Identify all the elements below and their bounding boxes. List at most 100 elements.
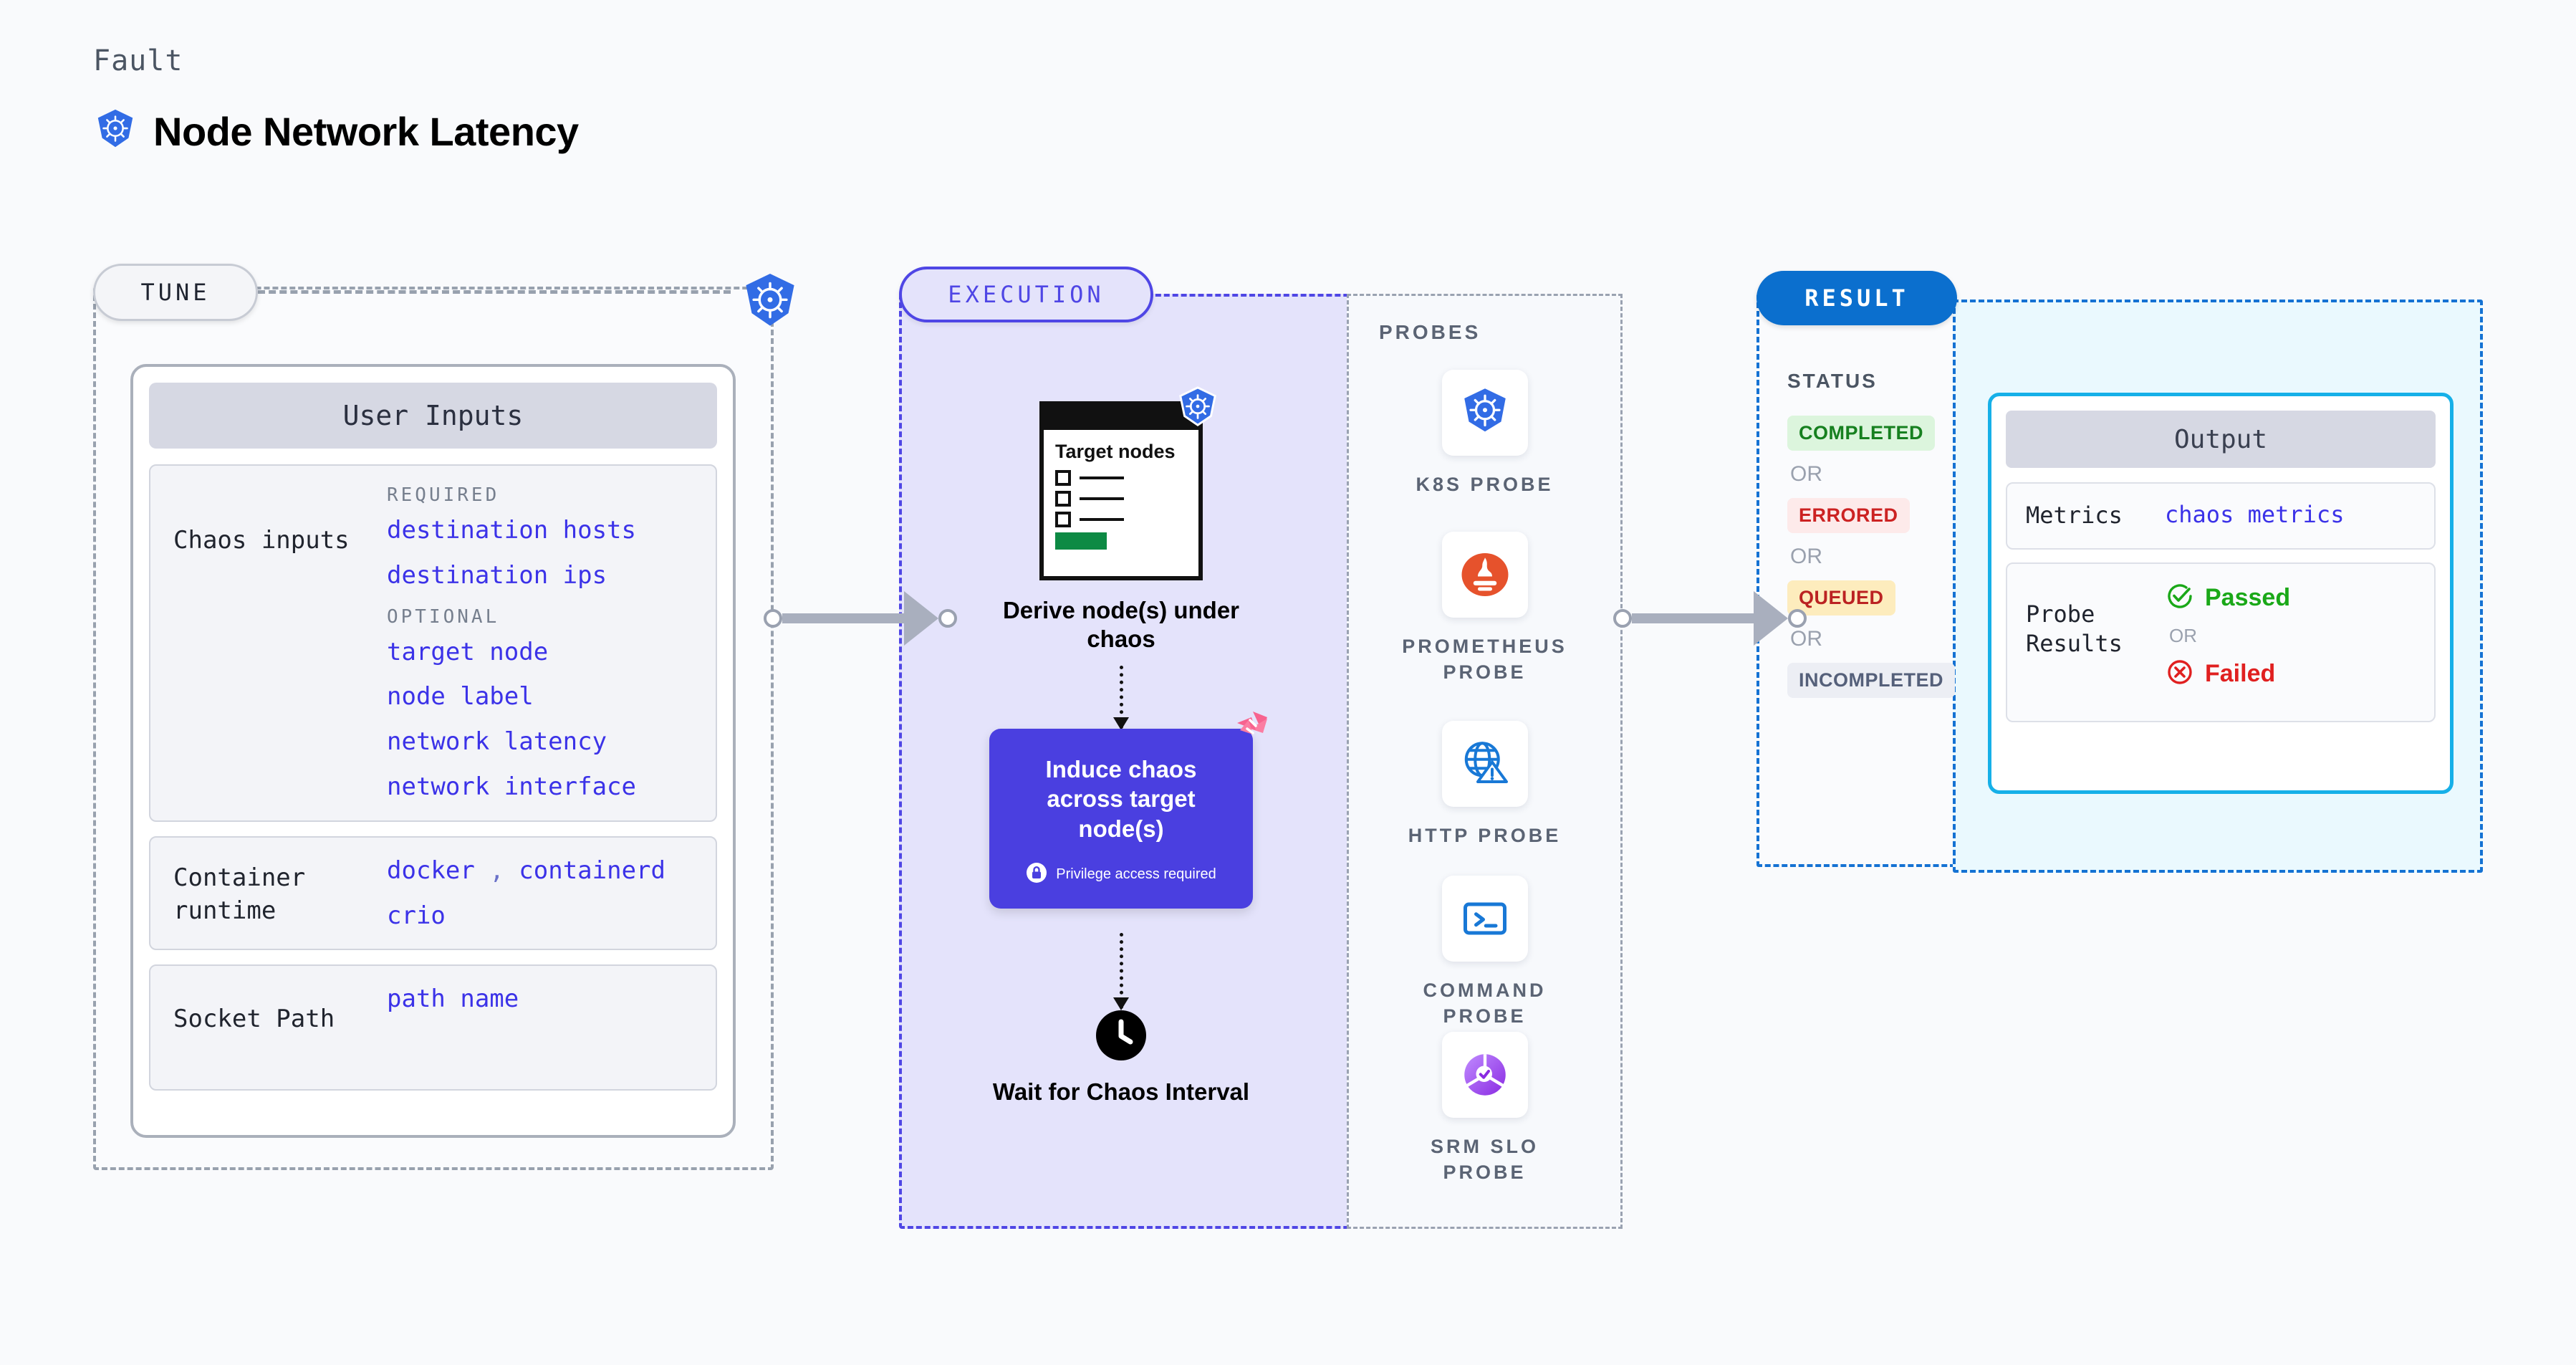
- status-badge-errored: ERRORED: [1787, 498, 1910, 533]
- srm-slo-donut-icon: [1441, 1032, 1528, 1118]
- probe-failed-label: Failed: [2205, 659, 2276, 687]
- chaos-inputs-group: Chaos inputs REQUIRED destination hosts …: [149, 464, 717, 822]
- status-badge-incompleted: INCOMPLETED: [1787, 663, 1956, 698]
- checkbox-icon: [1055, 491, 1071, 507]
- probe-failed-row: Failed: [2165, 657, 2434, 691]
- flow-arrow: [1113, 932, 1129, 1010]
- connector-tune-to-execution: [764, 591, 957, 646]
- probe-command[interactable]: COMMAND PROBE: [1393, 876, 1576, 1030]
- checkbox-icon: [1055, 512, 1071, 528]
- container-runtime-label: Container runtime: [173, 863, 306, 925]
- runtime-docker[interactable]: docker: [387, 856, 475, 885]
- metrics-label: Metrics: [2026, 502, 2123, 529]
- probe-k8s[interactable]: K8S PROBE: [1393, 370, 1576, 497]
- output-card: Output Metrics chaos metrics Probe Resul…: [1988, 393, 2454, 794]
- check-circle-icon: [2165, 581, 2195, 615]
- probe-srm-slo[interactable]: SRM SLO PROBE: [1393, 1032, 1576, 1186]
- connector-bar: [782, 613, 904, 623]
- input-value[interactable]: network latency: [387, 727, 607, 757]
- or-label: OR: [1790, 462, 1822, 486]
- runtime-values-row[interactable]: docker , containerd: [387, 856, 716, 886]
- or-label: OR: [2169, 624, 2197, 646]
- clock-icon: [1095, 1009, 1148, 1062]
- container-runtime-group: Container runtime docker , containerd cr…: [149, 835, 717, 951]
- kubernetes-icon: [1441, 370, 1528, 456]
- doc-checkbox-row: [1055, 470, 1198, 487]
- probe-label: HTTP PROBE: [1408, 825, 1562, 846]
- status-list: COMPLETED OR ERRORED OR QUEUED OR INCOMP…: [1787, 416, 1956, 698]
- socket-path-group: Socket Path path name: [149, 964, 717, 1091]
- terminal-icon: [1441, 876, 1528, 962]
- kubernetes-icon: [93, 107, 138, 155]
- status-title: STATUS: [1787, 370, 1878, 392]
- wait-interval-caption: Wait for Chaos Interval: [992, 1078, 1250, 1105]
- metrics-row: Metrics chaos metrics: [2006, 482, 2436, 550]
- connector-arrowhead: [1754, 591, 1788, 646]
- input-value[interactable]: destination hosts: [387, 516, 636, 545]
- probe-label: K8S PROBE: [1416, 474, 1554, 495]
- induce-chaos-node[interactable]: Induce chaos across target node(s) Privi…: [989, 712, 1267, 909]
- page-title-row: Node Network Latency: [93, 107, 579, 155]
- probe-prometheus[interactable]: PROMETHEUS PROBE: [1393, 532, 1576, 686]
- page-header: Fault Node Network Latency: [93, 44, 579, 155]
- harness-logo-icon: [1231, 709, 1272, 749]
- probe-http[interactable]: HTTP PROBE: [1393, 721, 1576, 848]
- value-separator: ,: [489, 856, 504, 885]
- doc-line: [1080, 518, 1124, 522]
- probe-label: PROMETHEUS PROBE: [1402, 636, 1567, 684]
- probe-results-row: Probe Results Passed OR: [2006, 562, 2436, 722]
- optional-tag: OPTIONAL: [387, 605, 500, 628]
- doc-titlebar: [1044, 406, 1198, 430]
- input-value[interactable]: destination ips: [387, 560, 607, 590]
- connector-arrowhead: [904, 591, 938, 646]
- user-inputs-header: User Inputs: [149, 383, 717, 449]
- connector-execution-to-result: [1613, 591, 1807, 646]
- doc-line: [1080, 497, 1124, 501]
- or-label: OR: [1790, 627, 1822, 651]
- probe-passed-label: Passed: [2205, 583, 2291, 611]
- derive-nodes-caption: Derive node(s) under chaos: [1002, 597, 1240, 652]
- kubernetes-icon: [1176, 385, 1220, 430]
- runtime-containerd[interactable]: containerd: [519, 856, 665, 885]
- connector-dot: [1788, 609, 1807, 628]
- tune-badge[interactable]: TUNE: [93, 264, 258, 321]
- connector-dot: [1613, 609, 1632, 628]
- target-nodes-doc: Target nodes: [1039, 386, 1216, 580]
- fault-kicker: Fault: [93, 44, 183, 77]
- http-globe-warning-icon: [1441, 721, 1528, 807]
- probe-results-label: Probe Results: [2026, 600, 2123, 658]
- input-value[interactable]: target node: [387, 637, 549, 666]
- probe-passed-row: Passed: [2165, 581, 2434, 615]
- socket-path-value[interactable]: path name: [387, 985, 519, 1014]
- doc-progress-bar: [1055, 532, 1107, 550]
- input-value[interactable]: network interface: [387, 772, 636, 801]
- input-value[interactable]: node label: [387, 682, 534, 712]
- connector-dot: [938, 609, 957, 628]
- prometheus-icon: [1441, 532, 1528, 618]
- status-badge-queued: QUEUED: [1787, 580, 1895, 616]
- runtime-crio[interactable]: crio: [387, 901, 446, 930]
- probes-title: PROBES: [1379, 321, 1481, 343]
- doc-line: [1080, 476, 1124, 480]
- metrics-value[interactable]: chaos metrics: [2165, 501, 2345, 528]
- induce-chaos-title: Induce chaos across target node(s): [1045, 756, 1197, 842]
- probe-label: COMMAND PROBE: [1423, 980, 1547, 1028]
- status-badge-completed: COMPLETED: [1787, 416, 1936, 451]
- doc-title: Target nodes: [1055, 441, 1176, 462]
- connector-dot: [764, 609, 782, 628]
- execution-flow: Target nodes Derive node(s) un: [981, 386, 1267, 1106]
- result-badge[interactable]: RESULT: [1756, 271, 1957, 325]
- required-tag: REQUIRED: [387, 484, 500, 506]
- page-title: Node Network Latency: [153, 109, 579, 154]
- tune-connector-line: [258, 290, 731, 294]
- x-circle-icon: [2165, 657, 2195, 691]
- chaos-inputs-label: Chaos inputs: [173, 526, 350, 555]
- checkbox-icon: [1055, 470, 1071, 487]
- doc-checkbox-row: [1055, 491, 1198, 507]
- flow-arrow: [1113, 666, 1129, 731]
- privilege-text: Privilege access required: [1056, 866, 1216, 882]
- execution-badge[interactable]: EXECUTION: [899, 267, 1153, 322]
- doc-checkbox-row: [1055, 512, 1198, 528]
- privilege-note: Privilege access required: [1005, 862, 1237, 887]
- user-inputs-card: User Inputs Chaos inputs REQUIRED destin…: [130, 364, 736, 1138]
